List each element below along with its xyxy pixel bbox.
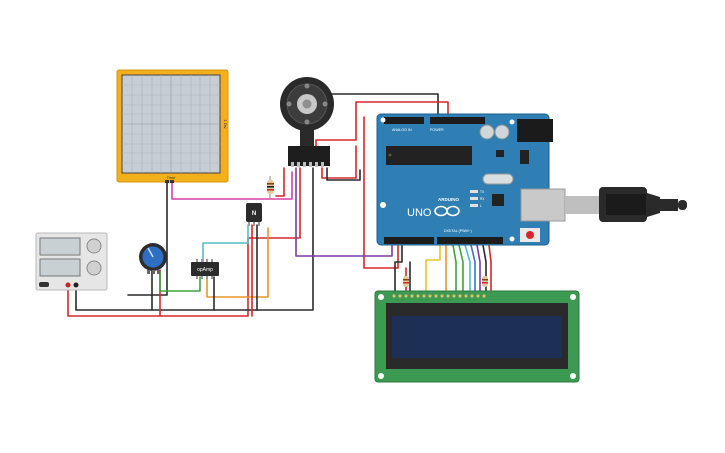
wire-purple-encoder (295, 167, 393, 257)
oscilloscope-time-label: Time (167, 175, 177, 180)
wire-red-vin (363, 116, 399, 269)
arduino-power-jack[interactable] (517, 119, 553, 142)
arduino-analog-label: ANALOG IN (392, 128, 412, 132)
arduino-digital-label: DIGITAL (PWM~) (444, 229, 472, 233)
wire-black-encoder-side (326, 167, 361, 181)
power-supply-terminal-positive[interactable] (73, 282, 79, 288)
arduino-microcontroller-chip (386, 146, 472, 165)
arduino-uno-board[interactable]: ANALOG IN POWER DIGITAL (PWM~) TX RX L (376, 113, 566, 246)
wire-red-resistor (275, 167, 285, 197)
power-supply-terminal-negative[interactable] (65, 282, 71, 288)
arduino-usb-port[interactable] (520, 188, 566, 222)
power-supply-display-top (39, 237, 81, 256)
wire-purple-lcd (476, 244, 481, 296)
encoder-shaft-icon (302, 99, 312, 109)
power-supply-switch[interactable] (39, 282, 49, 287)
encoder-connector[interactable] (288, 146, 330, 166)
arduino-brand-label: ARDUINO (438, 197, 459, 202)
wire-green-lcd2 (458, 244, 464, 296)
wire-red-main (67, 167, 301, 317)
wire-red-lcd2 (488, 244, 492, 296)
arduino-power-header[interactable] (430, 117, 485, 124)
wire-scope-magenta (171, 171, 293, 200)
oscilloscope-probe-pin[interactable] (165, 180, 169, 183)
wire-blue-lcd (470, 244, 476, 296)
resistor[interactable] (267, 176, 274, 198)
arduino-l-label: L (480, 204, 482, 208)
wire-green-opamp (159, 271, 201, 292)
resistor[interactable] (482, 276, 488, 287)
oscilloscope-grid (122, 75, 220, 173)
transistor-label: N (252, 211, 256, 217)
lcd-display[interactable] (374, 290, 580, 383)
wire-teal-opamp (202, 224, 249, 263)
arduino-power-label: POWER (430, 128, 444, 132)
wire-black-lcd1 (394, 244, 403, 296)
resistor[interactable] (403, 276, 409, 287)
rotary-encoder[interactable] (280, 77, 334, 167)
oscilloscope-probe-pin[interactable] (170, 180, 174, 183)
arduino-digital-header[interactable] (437, 237, 503, 244)
oscilloscope[interactable]: 1 Div Time (116, 69, 229, 183)
transistor[interactable]: N (246, 203, 262, 226)
opamp-chip[interactable]: opAmp (191, 259, 219, 279)
wire-black-bottom (75, 167, 314, 311)
wire-yellow-lcd (425, 244, 441, 296)
arduino-reset-button[interactable] (526, 231, 534, 239)
wire-black-lcd3 (482, 244, 487, 296)
arduino-model-label: UNO (407, 207, 432, 219)
power-supply[interactable] (35, 232, 108, 291)
wire-teal-lcd (464, 244, 471, 296)
wire-scope-black (127, 181, 168, 296)
wire-red-encoder-top (315, 101, 449, 149)
wire-red-encoder-side (321, 145, 357, 179)
power-supply-display-bottom (39, 258, 81, 277)
wire-green-lcd1 (452, 244, 457, 296)
potentiometer[interactable] (139, 243, 167, 274)
usb-cable[interactable] (565, 187, 687, 222)
opamp-label: opAmp (197, 267, 213, 273)
arduino-rx-label: RX (480, 197, 485, 201)
power-supply-knob-icon[interactable] (86, 238, 102, 254)
arduino-logo-icon (434, 205, 460, 217)
arduino-digital-header[interactable] (384, 237, 434, 244)
arduino-tx-label: TX (480, 190, 485, 194)
arduino-power-header[interactable] (384, 117, 424, 124)
oscilloscope-div-label: 1 Div (223, 119, 228, 128)
wire-orange-opamp (206, 227, 269, 298)
lcd-pin-header[interactable] (392, 294, 486, 298)
lcd-screen (392, 316, 562, 358)
power-supply-knob-icon[interactable] (86, 260, 102, 276)
